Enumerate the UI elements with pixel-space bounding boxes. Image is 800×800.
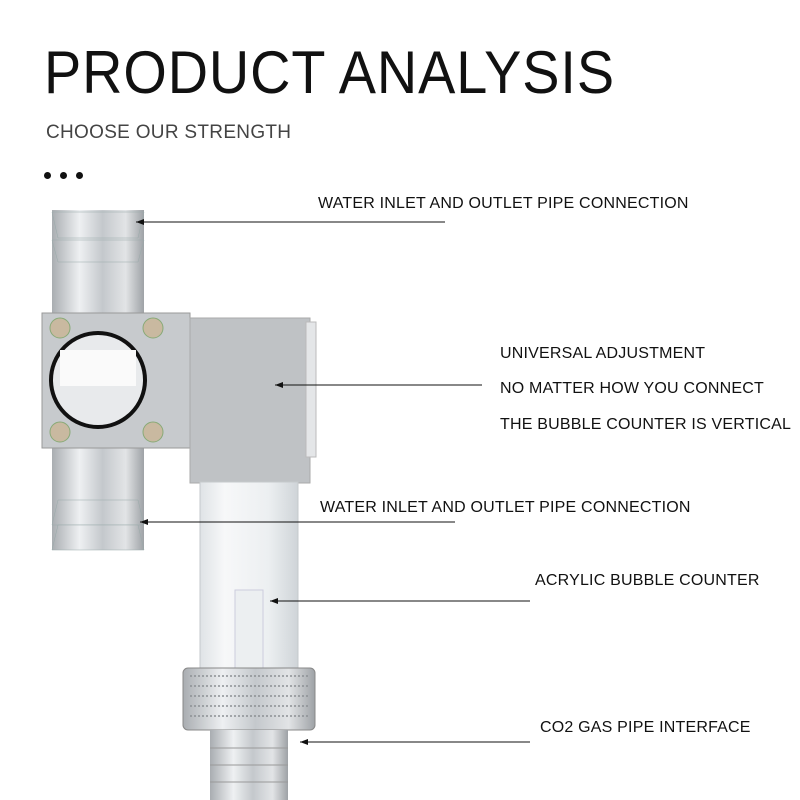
adjustment-block xyxy=(189,317,317,484)
callout-adjustment-line-3: THE BUBBLE COUNTER IS VERTICAL xyxy=(500,416,792,433)
knurled-nut xyxy=(182,667,316,731)
decorative-dots xyxy=(44,172,83,179)
callout-adjustment-line-2: NO MATTER HOW YOU CONNECT xyxy=(500,380,764,397)
dot xyxy=(44,172,51,179)
callout-water-inlet-bottom: WATER INLET AND OUTLET PIPE CONNECTION xyxy=(320,499,691,516)
sight-window-plate xyxy=(41,312,191,449)
co2-gas-fitting xyxy=(210,730,288,800)
upper-pipe-barb xyxy=(51,210,145,320)
acrylic-bubble-counter xyxy=(199,481,299,673)
callout-water-inlet-top: WATER INLET AND OUTLET PIPE CONNECTION xyxy=(318,195,689,212)
callout-acrylic-counter: ACRYLIC BUBBLE COUNTER xyxy=(535,572,760,589)
page-title: PRODUCT ANALYSIS xyxy=(44,39,615,106)
lower-pipe-barb xyxy=(51,445,145,551)
dot xyxy=(76,172,83,179)
dot xyxy=(60,172,67,179)
callout-adjustment-line-1: UNIVERSAL ADJUSTMENT xyxy=(500,345,706,362)
callout-co2-interface: CO2 GAS PIPE INTERFACE xyxy=(540,719,751,736)
page-subtitle: CHOOSE OUR STRENGTH xyxy=(46,122,292,143)
